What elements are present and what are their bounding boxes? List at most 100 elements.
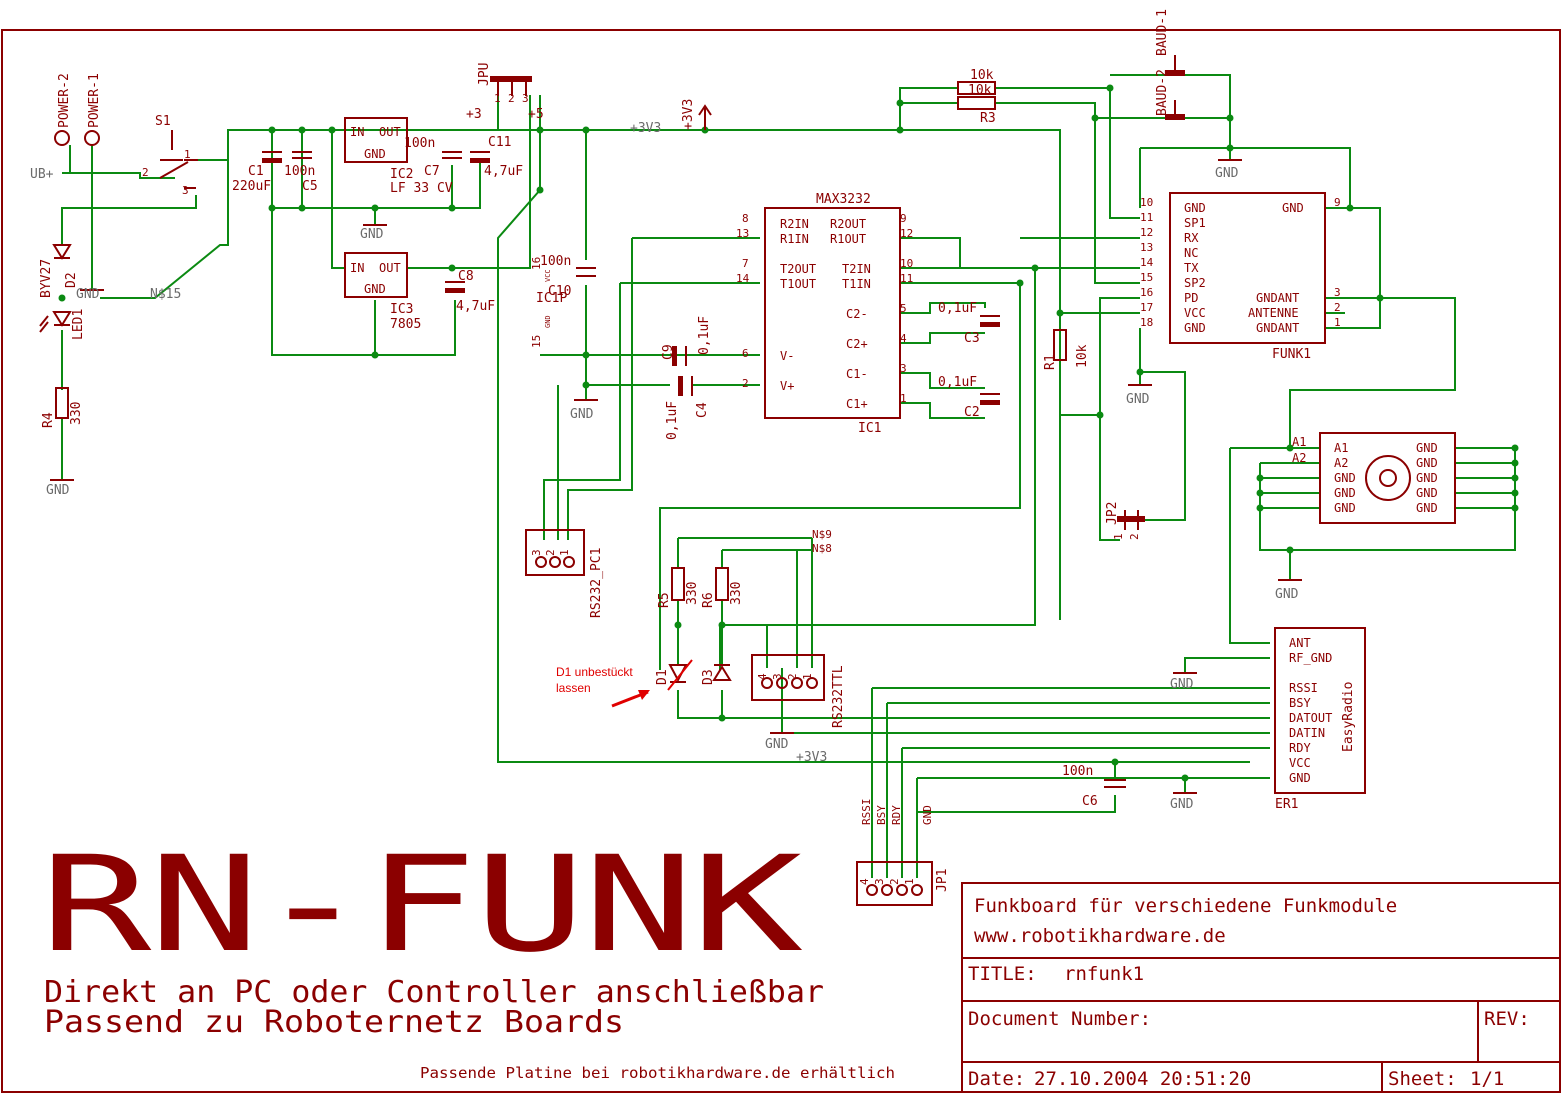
er-pin-rdy: RDY [1289,741,1311,755]
tb-date-label: Date: [968,1068,1025,1090]
svg-text:3: 3 [182,184,189,197]
svg-text:1: 1 [900,392,907,405]
tb-doc-label: Document Number: [968,1008,1151,1030]
svg-text:15: 15 [530,335,543,348]
pin-c1m: C1- [846,367,868,381]
funk-pin-rx: RX [1184,231,1199,245]
label-d3: D3 [701,669,716,685]
label-r4: R4 [41,412,56,428]
label-gnd-9: GND [1170,677,1194,692]
svg-text:3: 3 [530,549,543,556]
banner-line1: Direkt an PC oder Controller anschließba… [44,975,824,1010]
banner-footer: Passende Platine bei robotikhardware.de … [420,1064,895,1082]
label-ic2v: LF 33 CV [390,181,453,196]
svg-text:11: 11 [1140,211,1153,224]
svg-text:4: 4 [900,332,907,345]
er-pin-datout: DATOUT [1289,711,1332,725]
svg-text:9: 9 [1334,196,1341,209]
svg-text:13: 13 [736,227,749,240]
label-c4: C4 [695,402,710,418]
svg-text:VCC: VCC [544,269,552,282]
label-funk1: FUNK1 [1272,347,1311,362]
label-ns8: N$8 [812,542,832,555]
label-power2: POWER-2 [57,73,72,128]
svg-text:2: 2 [742,377,749,390]
svg-text:1: 1 [184,148,191,161]
note-line1: D1 unbestückt [556,665,633,679]
label-baud1: BAUD-1 [1155,9,1170,56]
er-pin-ant: ANT [1289,636,1311,650]
label-ic3: IC3 [390,302,413,317]
label-d1: D1 [655,669,670,685]
tb-company: Funkboard für verschiedene Funkmodule [974,895,1397,917]
label-r5v: 330 [685,582,700,605]
svg-text:17: 17 [1140,301,1153,314]
label-r4v: 330 [69,402,84,425]
svg-text:2: 2 [544,549,557,556]
funk-pin-sp1: SP1 [1184,216,1206,230]
svg-text:3: 3 [873,878,886,885]
junctions [58,84,1519,782]
svg-text:1: 1 [1334,316,1341,329]
tb-sheet-label: Sheet: [1388,1068,1457,1090]
label-er1: ER1 [1275,797,1298,812]
er-pin-gnd: GND [1289,771,1311,785]
label-c4v: 0,1uF [665,401,680,440]
funk-pin-sp2: SP2 [1184,276,1206,290]
svg-text:12: 12 [900,227,913,240]
funk-pin-gndant2: GNDANT [1256,321,1299,335]
banner-title: RN-FUNK [40,828,802,982]
label-rs232pc: RS232_PC1 [589,548,604,618]
svg-text:3: 3 [771,673,784,680]
svg-text:2: 2 [786,673,799,680]
banner: RN-FUNK Direkt an PC oder Controller ans… [40,828,895,1082]
outer-frame [1,29,1561,1093]
label-led1: LED1 [71,309,86,340]
label-gnd-5: GND [1215,166,1239,181]
label-c6: C6 [1082,794,1098,809]
svg-text:1: 1 [903,878,916,885]
svg-text:4: 4 [756,673,769,680]
ant-a2: A2 [1334,456,1348,470]
pin-t2in: T2IN [842,262,871,276]
note-line2: lassen [556,681,591,695]
label-c10: C10 [548,284,571,299]
funk-pin-antenne: ANTENNE [1248,306,1299,320]
label-c2v: 0,1uF [938,375,977,390]
label-gnd-10: GND [1170,797,1194,812]
label-c7: C7 [424,164,440,179]
svg-text:16: 16 [1140,286,1153,299]
svg-text:3: 3 [900,362,907,375]
label-easyradio: EasyRadio [1341,682,1356,752]
svg-text:10: 10 [900,257,913,270]
svg-text:10: 10 [1140,196,1153,209]
label-ic2-in: IN [350,125,364,139]
label-s1: S1 [155,114,171,129]
svg-text:1: 1 [1112,533,1125,540]
label-byv27: BYV27 [39,259,54,298]
funk-pin-gnd-right: GND [1282,201,1304,215]
label-ic1: IC1 [858,421,881,436]
label-c8: C8 [458,269,474,284]
pin-r1out: R1OUT [830,232,866,246]
label-c6v: 100n [1062,764,1093,779]
label-gnd-8: GND [765,737,789,752]
label-c5v: 100n [284,164,315,179]
label-r6: R6 [701,592,716,608]
tb-date-value: 27.10.2004 20:51:20 [1034,1068,1251,1090]
funk-pin-pd: PD [1184,291,1198,305]
tb-rev-label: REV: [1484,1008,1530,1030]
pin-r2out: R2OUT [830,217,866,231]
label-baud2: BAUD-2 [1155,69,1170,116]
banner-line2: Passend zu Roboternetz Boards [44,1005,624,1040]
label-gnd-4: GND [570,407,594,422]
svg-text:11: 11 [900,272,913,285]
tb-title-label: TITLE: [968,963,1037,985]
funk-pin-nc: NC [1184,246,1198,260]
svg-text:2: 2 [508,92,515,105]
svg-text:2: 2 [1334,301,1341,314]
label-v3u3-bottom: +3V3 [796,750,827,765]
components [39,55,1456,906]
svg-text:9: 9 [900,212,907,225]
label-ic3v: 7805 [390,317,421,332]
